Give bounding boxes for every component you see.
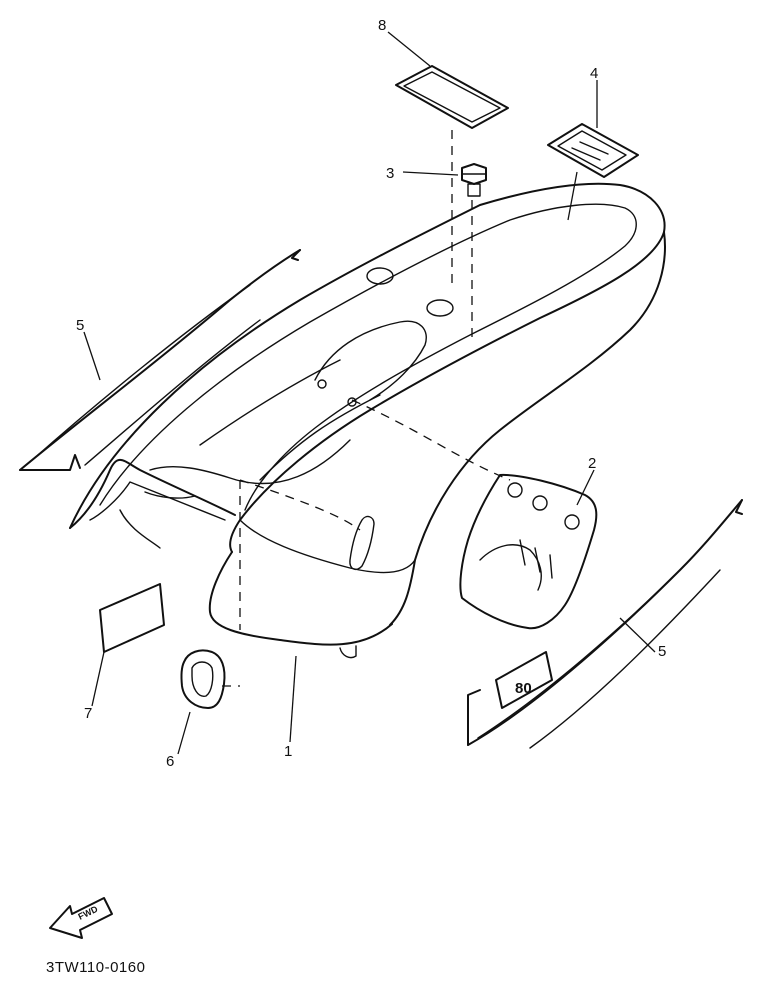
fwd-label: FWD xyxy=(76,904,99,922)
rear-fender-body xyxy=(69,182,666,659)
pad-7 xyxy=(99,583,165,653)
callout-5-left: 5 xyxy=(76,317,84,334)
forward-arrow-icon: FWD xyxy=(49,897,113,939)
callout-1: 1 xyxy=(284,743,292,760)
seat-plate-8 xyxy=(395,65,509,129)
callout-4: 4 xyxy=(590,65,598,82)
number-decal-80: 80 xyxy=(495,651,553,709)
leader-lines xyxy=(83,31,656,755)
callout-2: 2 xyxy=(588,455,596,472)
bolt-3 xyxy=(461,163,487,197)
diagram-code: 3TW110-0160 xyxy=(46,959,145,976)
caution-label-4 xyxy=(547,123,639,178)
callout-8: 8 xyxy=(378,17,386,34)
callout-7: 7 xyxy=(84,705,92,722)
callout-6: 6 xyxy=(166,753,174,770)
assembly-guide-lines xyxy=(222,130,511,687)
callout-5-right: 5 xyxy=(658,643,666,660)
stripe-decal-5-right xyxy=(467,499,743,749)
stripe-decal-5-left xyxy=(19,249,301,471)
side-plate-2 xyxy=(459,473,598,630)
grommet-6 xyxy=(180,649,226,709)
decal-number-text: 80 xyxy=(515,680,532,697)
callout-3: 3 xyxy=(386,165,394,182)
